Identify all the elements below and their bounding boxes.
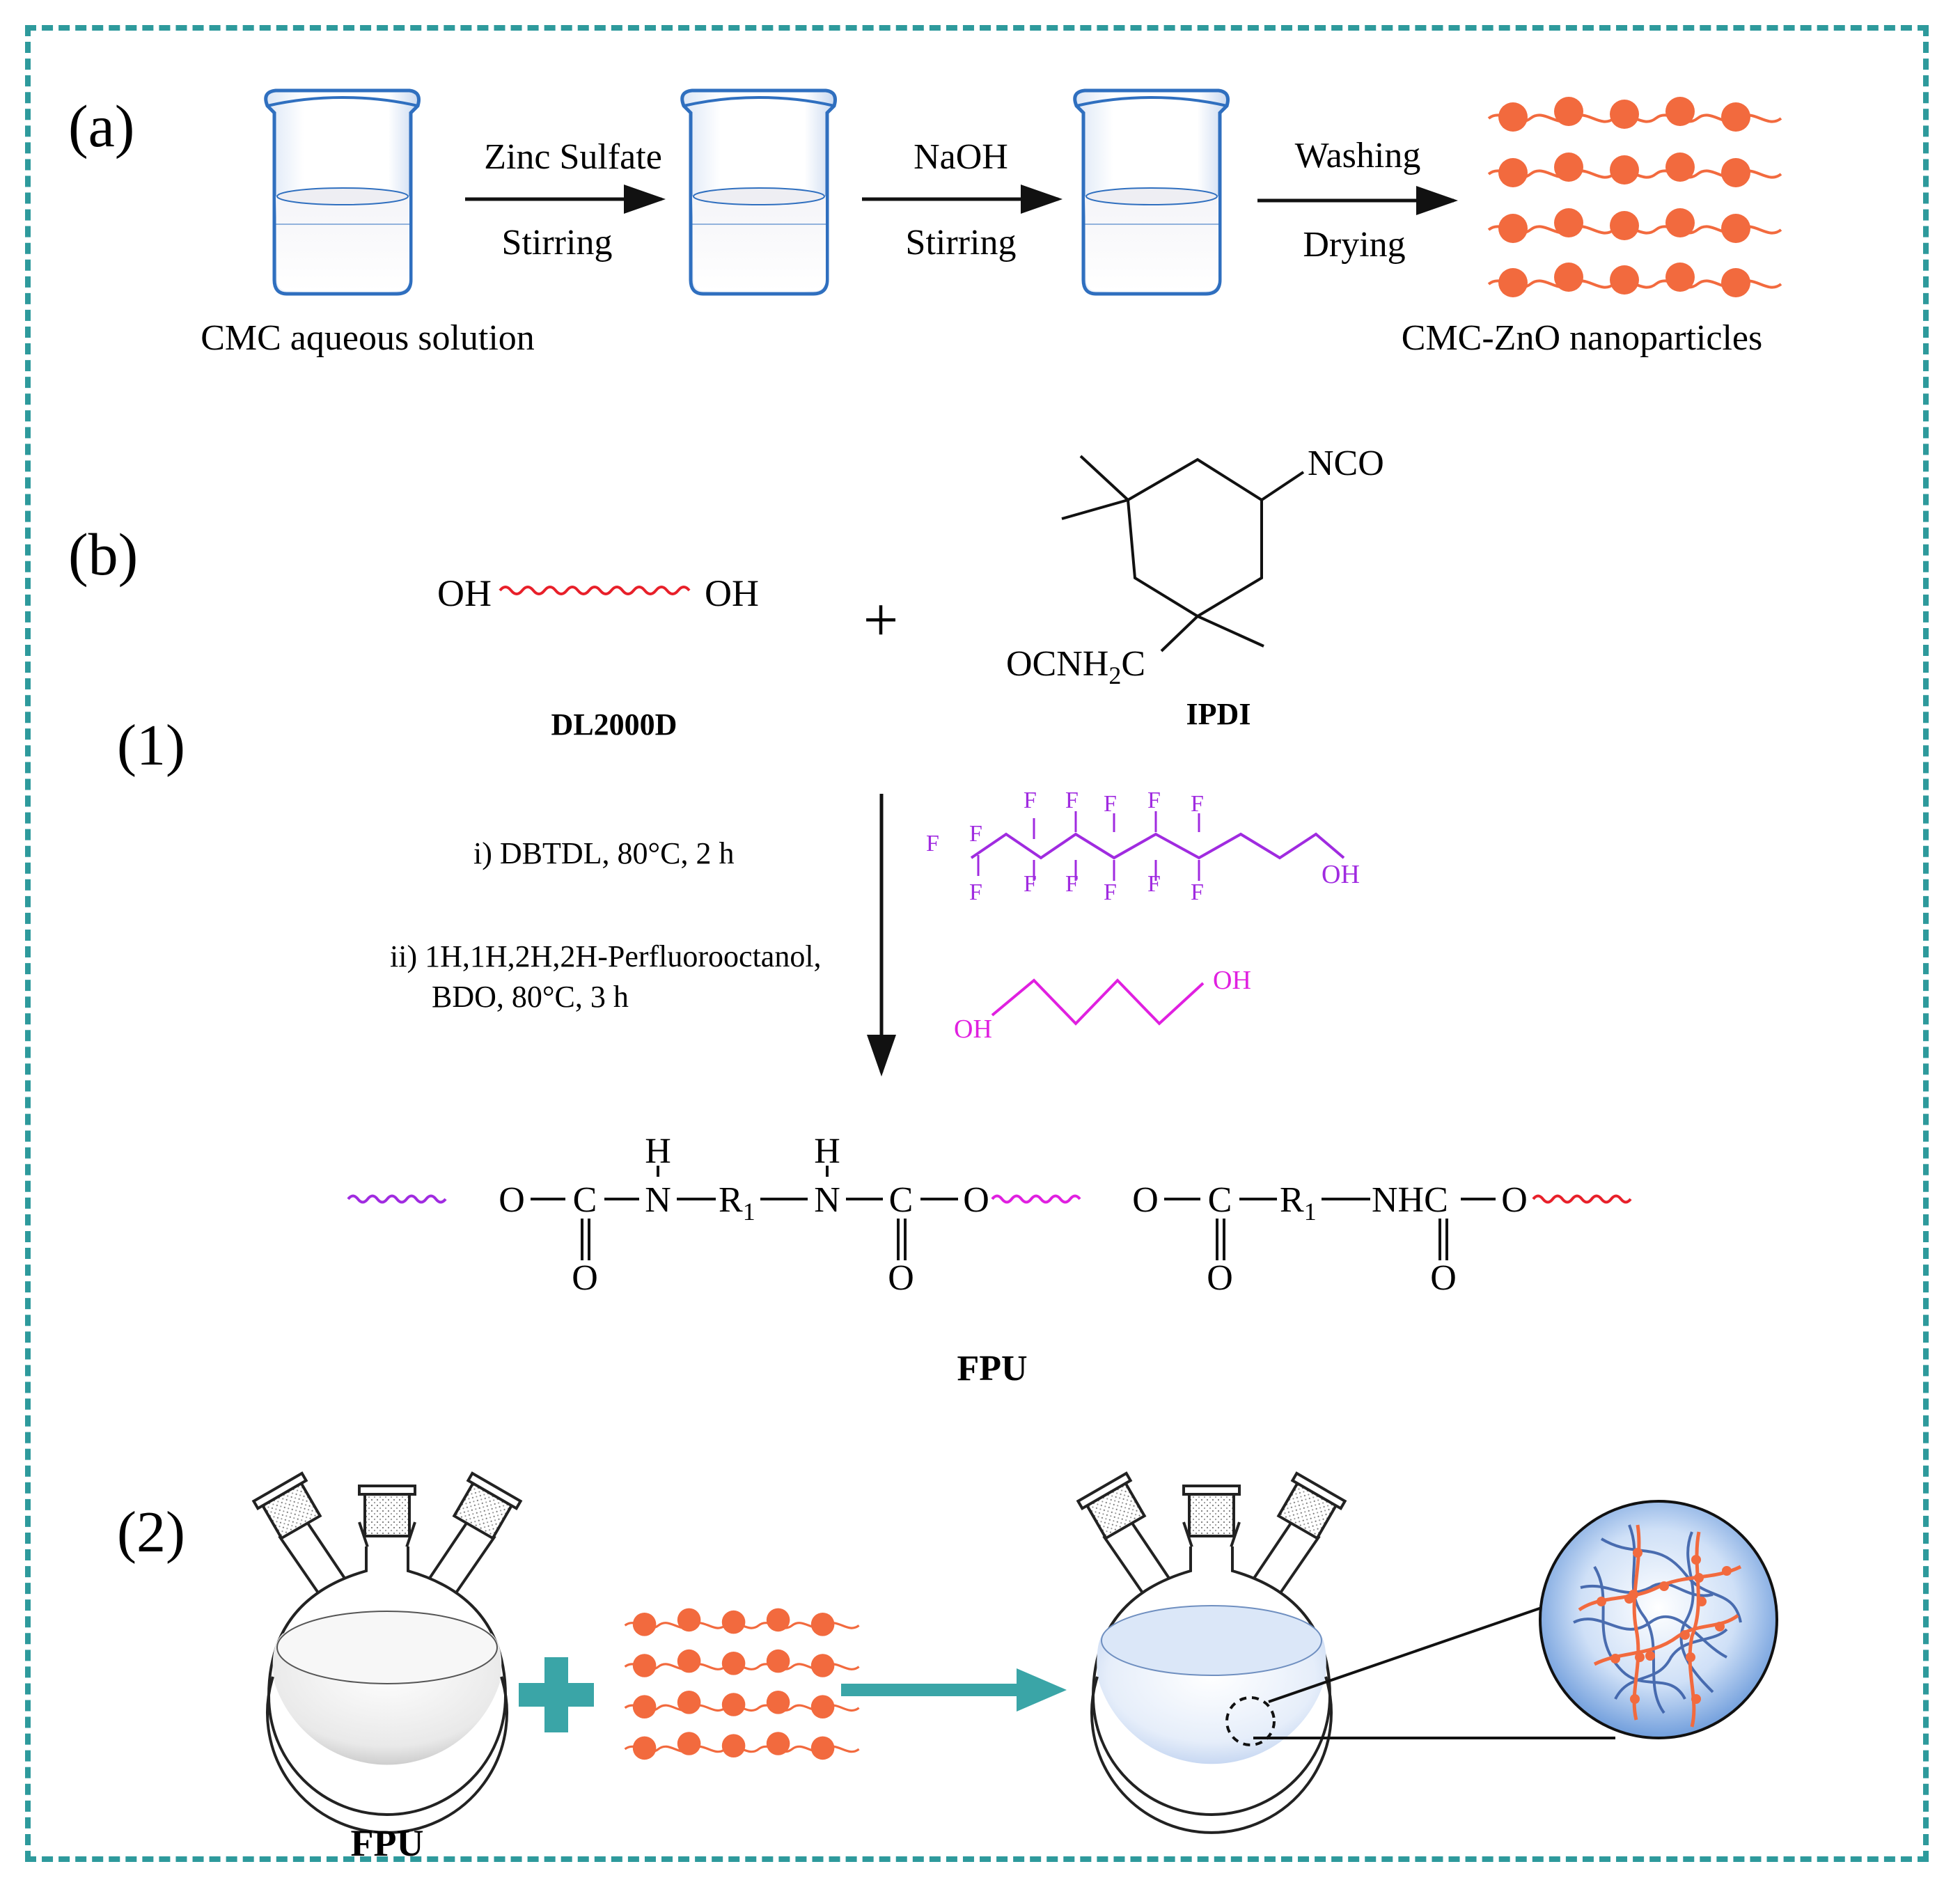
oxygen-atom: O: [1132, 1180, 1159, 1220]
diol-name: DL2000D: [551, 707, 677, 742]
bdo-right-oh: OH: [1213, 966, 1251, 995]
fluorine-atom: F: [1147, 788, 1161, 813]
nanoparticle-bead: [1691, 1694, 1701, 1704]
nitrogen-atom: N: [645, 1180, 671, 1220]
nanoparticle-bead: [1686, 1652, 1695, 1662]
nitrogen-atom: N: [814, 1180, 840, 1220]
step-1-label: (1): [117, 713, 185, 778]
fluorine-atom: F: [1024, 871, 1037, 897]
start-caption: CMC aqueous solution: [201, 318, 535, 358]
fluoro-oh: OH: [1322, 860, 1360, 889]
fpu-flask-label: FPU: [351, 1822, 424, 1864]
fluorine-atom: F: [1104, 879, 1117, 905]
r1-group: R1: [1280, 1180, 1317, 1226]
fluorine-atom: F: [1191, 791, 1204, 817]
oxygen-atom: O: [499, 1180, 525, 1220]
hydrogen-atom: H: [814, 1132, 840, 1171]
bdo-chain: [991, 978, 1205, 1026]
zoom-inset: [1539, 1500, 1778, 1739]
step2-bottom-label: Stirring: [906, 223, 1017, 263]
fluorine-atom: F: [969, 821, 982, 847]
nanoparticle-bead: [1697, 1597, 1707, 1606]
oxygen-atom: O: [1430, 1258, 1457, 1298]
fpu-name: FPU: [957, 1349, 1027, 1388]
fpu-flask-icon: [252, 1471, 522, 1834]
ipdi-structure: [1061, 455, 1305, 652]
nanoparticle-bead: [1629, 1590, 1638, 1599]
r1-group: R1: [719, 1180, 755, 1226]
fluorine-atom: F: [1104, 791, 1117, 817]
composite-flask-icon: [1076, 1471, 1347, 1834]
nhc-group: NHC: [1372, 1180, 1448, 1220]
beaker-1-icon: [266, 91, 419, 294]
fluorine-atom: F: [1147, 871, 1161, 897]
nanoparticle-bead: [1694, 1573, 1704, 1583]
nanoparticle-bead: [1630, 1694, 1640, 1704]
teal-plus-icon: [519, 1657, 594, 1732]
oxygen-atom: O: [963, 1180, 989, 1220]
fluorine-atom: F: [1024, 788, 1037, 813]
carbon-atom: C: [889, 1180, 914, 1220]
condition-i: i) DBTDL, 80°C, 2 h: [473, 836, 734, 870]
oxygen-atom: O: [1207, 1258, 1233, 1298]
nanoparticle-bead: [1691, 1555, 1701, 1565]
fluorine-atom: F: [1065, 788, 1079, 813]
carbon-atom: C: [1208, 1180, 1232, 1220]
end-caption: CMC-ZnO nanoparticles: [1402, 318, 1762, 358]
bdo-left-oh: OH: [954, 1015, 992, 1044]
oxygen-atom: O: [572, 1258, 598, 1298]
oxygen-atom: O: [1501, 1180, 1528, 1220]
beaker-2-icon: [682, 91, 836, 294]
diol-right-oh: OH: [705, 572, 759, 614]
step2-top-label: NaOH: [914, 137, 1008, 177]
carbon-atom: C: [573, 1180, 597, 1220]
step3-bottom-label: Drying: [1303, 225, 1405, 265]
fpu-right-chain: [1532, 1194, 1632, 1204]
perfluorooctanol-structure: [970, 811, 1345, 881]
ipdi-name: IPDI: [1186, 697, 1251, 731]
fpu-left-chain: [347, 1194, 447, 1204]
hydrogen-atom: H: [645, 1132, 671, 1171]
step1-bottom-label: Stirring: [502, 223, 613, 263]
cmc-zno-nanoparticles-icon: [1487, 95, 1782, 299]
teal-arrow-icon: [841, 1668, 1067, 1712]
nanoparticle-bead: [1597, 1597, 1606, 1606]
nanoparticle-bead: [1633, 1548, 1643, 1558]
diol-chain: [499, 586, 691, 595]
dashed-border: [25, 25, 1929, 1862]
nanoparticle-bead: [1680, 1630, 1690, 1640]
fluorine-atom: F: [926, 831, 939, 856]
panel-a-label: (a): [68, 93, 134, 159]
nanoparticle-bead: [1722, 1566, 1732, 1576]
nanoparticles-small-icon: [624, 1607, 861, 1761]
plus-sign: +: [863, 586, 899, 655]
step3-top-label: Washing: [1295, 136, 1421, 175]
nanoparticle-bead: [1635, 1652, 1645, 1662]
diol-left-oh: OH: [437, 572, 492, 614]
fluorine-atom: F: [1065, 871, 1079, 897]
oxygen-atom: O: [888, 1258, 914, 1298]
nanoparticle-bead: [1715, 1622, 1725, 1631]
fluorine-atom: F: [969, 879, 982, 905]
fpu-middle-chain: [991, 1194, 1081, 1204]
nanoparticle-bead: [1610, 1654, 1620, 1663]
step-2-label: (2): [117, 1500, 185, 1565]
panel-b-label: (b): [68, 521, 138, 588]
condition-ii-line1: ii) 1H,1H,2H,2H-Perfluorooctanol,: [390, 939, 822, 973]
step1-top-label: Zinc Sulfate: [484, 137, 662, 177]
zoom-line-top: [1268, 1600, 1560, 1703]
condition-ii-line2: BDO, 80°C, 3 h: [432, 980, 629, 1014]
fluorine-atom: F: [1191, 879, 1204, 905]
nanoparticle-bead: [1645, 1651, 1655, 1661]
ipdi-nco: NCO: [1308, 444, 1384, 483]
beaker-3-icon: [1075, 91, 1228, 294]
nanoparticle-bead: [1659, 1581, 1669, 1591]
ipdi-ocnh: OCNH2C: [1006, 644, 1145, 689]
